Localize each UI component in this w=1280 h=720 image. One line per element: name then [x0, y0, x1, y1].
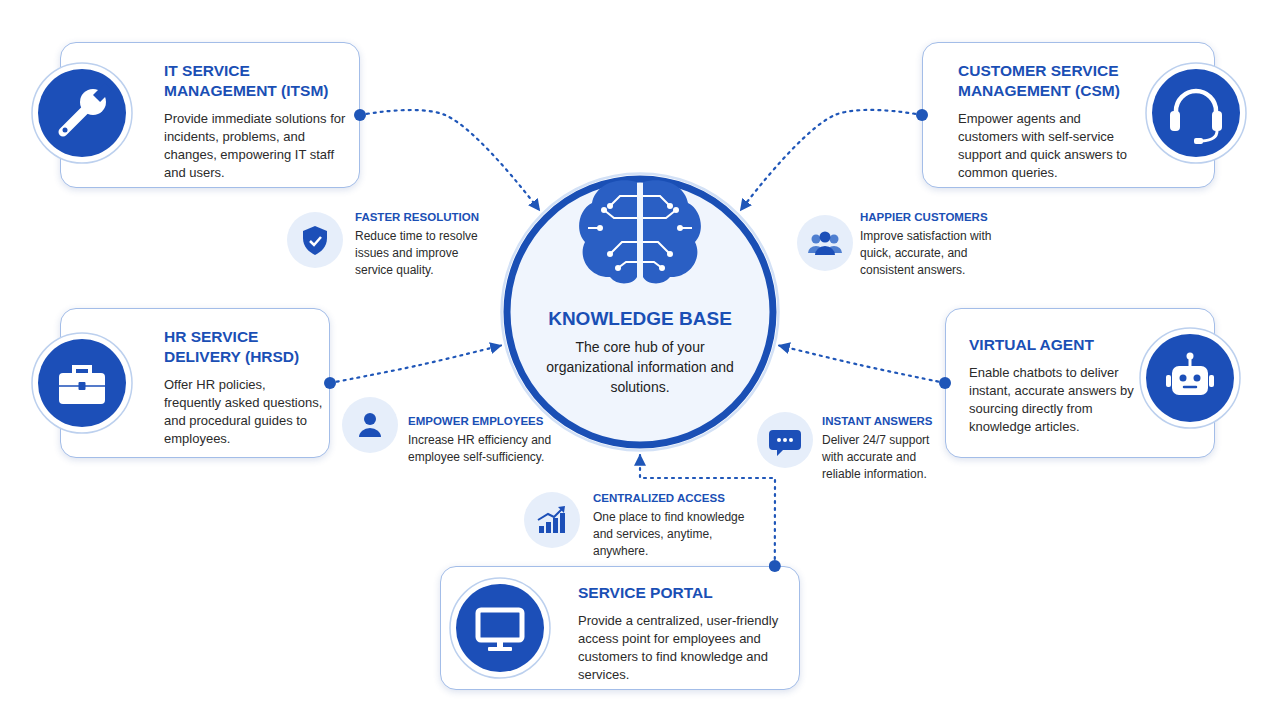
- hub-circle: KNOWLEDGE BASE The core hub of your organ…: [500, 172, 780, 452]
- node-text: Empower agents and customers with self-s…: [958, 110, 1143, 182]
- dotted-connector: [330, 345, 501, 383]
- service-box: HR SERVICE DELIVERY (HRSD) Offer HR polic…: [60, 308, 330, 458]
- benefit-title: EMPOWER EMPLOYEES: [408, 414, 568, 429]
- headset-icon: [1146, 63, 1246, 163]
- benefit-title: HAPPIER CUSTOMERS: [860, 210, 1030, 225]
- dotted-connector: [779, 345, 945, 383]
- dotted-connector: [360, 110, 539, 210]
- text-group: SERVICE PORTAL Provide a centralized, use…: [578, 583, 790, 684]
- text-group: CUSTOMER SERVICE MANAGEMENT (CSM) Empower…: [958, 61, 1143, 182]
- node-text: Enable chatbots to deliver instant, accu…: [969, 364, 1144, 436]
- node-text: Provide a centralized, user-friendly acc…: [578, 612, 790, 684]
- brain-icon: [579, 180, 701, 283]
- text-group: KNOWLEDGE BASE The core hub of your organ…: [546, 307, 734, 397]
- node-title: KNOWLEDGE BASE: [546, 307, 734, 330]
- benefit-title: FASTER RESOLUTION: [355, 210, 515, 225]
- text-group: VIRTUAL AGENT Enable chatbots to deliver …: [969, 335, 1144, 436]
- node-title: HR SERVICE DELIVERY (HRSD): [164, 327, 324, 367]
- service-box: CUSTOMER SERVICE MANAGEMENT (CSM) Empower…: [922, 42, 1215, 188]
- benefit-text: Deliver 24/7 support with accurate and r…: [822, 432, 950, 483]
- service-box: IT SERVICE MANAGEMENT (ITSM) Provide imme…: [60, 42, 360, 188]
- node-title: IT SERVICE MANAGEMENT (ITSM): [164, 61, 349, 101]
- benefit-text: One place to find knowledge and services…: [593, 509, 755, 560]
- dotted-connector: [741, 110, 922, 210]
- text-group: IT SERVICE MANAGEMENT (ITSM) Provide imme…: [164, 61, 349, 182]
- shield-icon: [287, 212, 343, 268]
- service-box: VIRTUAL AGENT Enable chatbots to deliver …: [945, 308, 1215, 458]
- briefcase-icon: [32, 333, 132, 433]
- benefit-text: Improve satisfaction with quick, accurat…: [860, 228, 1010, 279]
- benefit-text: Increase HR efficiency and employee self…: [408, 432, 558, 466]
- node-text: The core hub of your organizational info…: [546, 337, 734, 397]
- node-text: Provide immediate solutions for incident…: [164, 110, 349, 182]
- node-title: CUSTOMER SERVICE MANAGEMENT (CSM): [958, 61, 1143, 101]
- monitor-icon: [450, 578, 550, 678]
- dotted-connector: [640, 455, 775, 566]
- hub-ring: [507, 179, 773, 445]
- wrench-icon: [32, 63, 132, 163]
- person-icon: [342, 397, 398, 453]
- hub-halo: [502, 174, 779, 451]
- benefit-title: CENTRALIZED ACCESS: [593, 491, 773, 506]
- people-icon: [797, 215, 853, 271]
- service-box: SERVICE PORTAL Provide a centralized, use…: [440, 566, 800, 690]
- node-text: Offer HR policies, frequently asked ques…: [164, 376, 324, 448]
- node-title: SERVICE PORTAL: [578, 583, 790, 603]
- chart-icon: [524, 492, 580, 548]
- node-title: VIRTUAL AGENT: [969, 335, 1144, 355]
- chat-icon: [757, 412, 813, 468]
- robot-icon: [1140, 328, 1240, 428]
- benefit-text: Reduce time to resolve issues and improv…: [355, 228, 495, 279]
- text-group: HR SERVICE DELIVERY (HRSD) Offer HR polic…: [164, 327, 324, 448]
- benefit-title: INSTANT ANSWERS: [822, 414, 982, 429]
